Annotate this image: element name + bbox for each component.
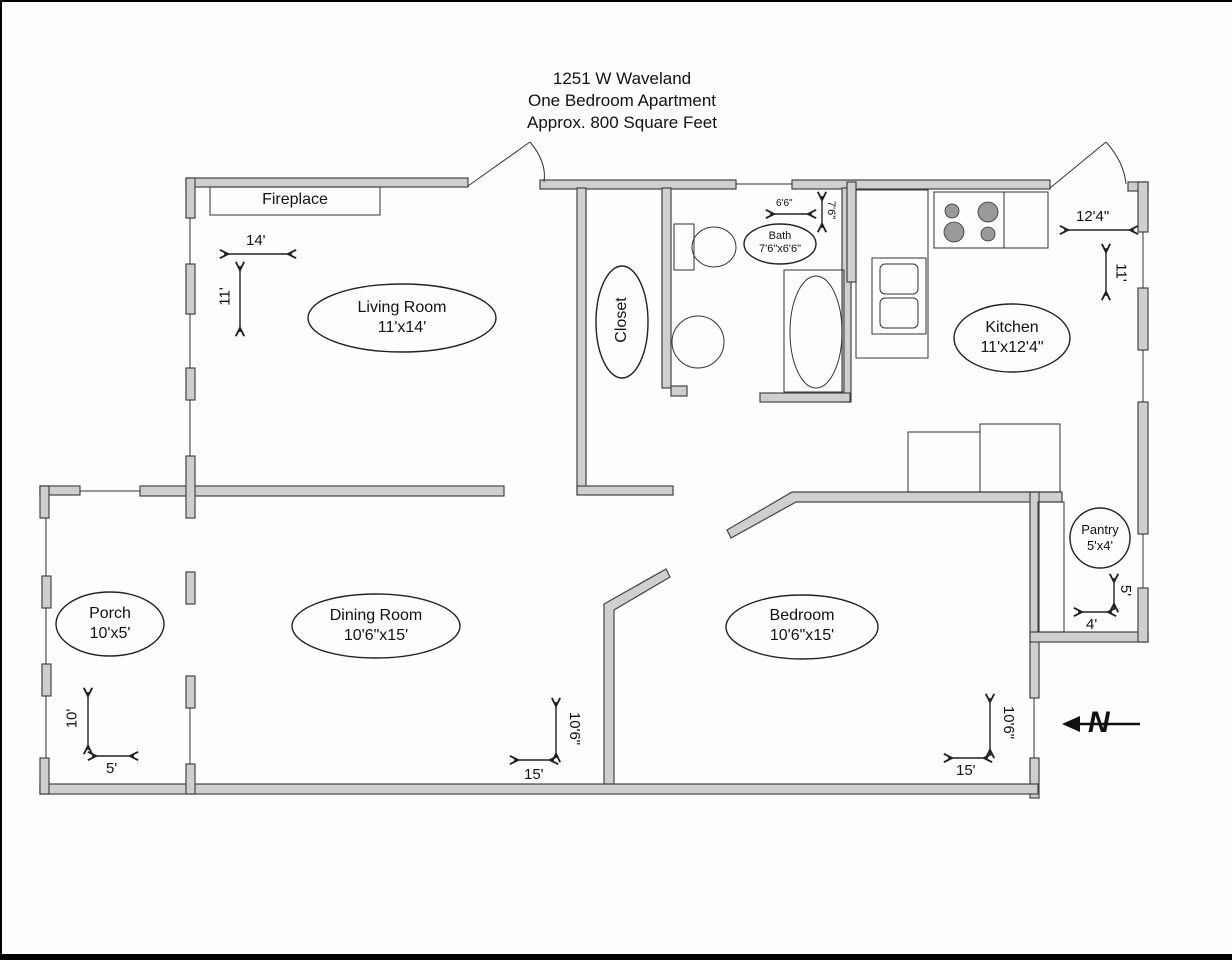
address-title: 1251 W Waveland bbox=[552, 69, 692, 88]
room-name: Living Room bbox=[357, 299, 447, 316]
room-living: Living Room 11'x14' bbox=[322, 298, 482, 338]
area-label: Approx. 800 Square Feet bbox=[527, 113, 717, 132]
dim-label: 10' bbox=[63, 708, 81, 729]
fireplace-label: Fireplace bbox=[262, 191, 328, 208]
north-label: N bbox=[1088, 706, 1110, 739]
north-arrow-icon bbox=[1062, 716, 1140, 732]
dim-label: 11' bbox=[216, 287, 234, 306]
dim-label: 15' bbox=[956, 762, 976, 779]
dim-label: 15' bbox=[524, 766, 544, 783]
dim-label: 6'6" bbox=[776, 198, 793, 209]
unit-type: One Bedroom Apartment bbox=[527, 91, 717, 110]
dim-label: 11' bbox=[1112, 263, 1130, 282]
room-closet: Closet bbox=[613, 297, 630, 343]
dim-label: 14' bbox=[246, 232, 266, 249]
dim-label: 12'4" bbox=[1076, 208, 1110, 225]
room-size: 11'x14' bbox=[377, 319, 427, 336]
dim-label: 10'6" bbox=[1000, 705, 1018, 740]
wall bbox=[185, 177, 469, 188]
dim-label: 10'6" bbox=[566, 711, 584, 746]
dim-label: 7'6" bbox=[825, 200, 838, 220]
dim-label: 5' bbox=[1117, 584, 1135, 597]
dim-label: 5' bbox=[106, 760, 118, 777]
dim-label: 4' bbox=[1086, 616, 1098, 633]
